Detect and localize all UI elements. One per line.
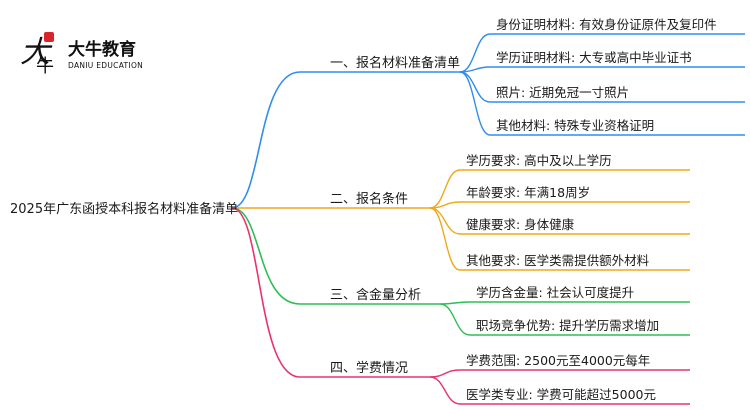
logo-name-cn: 大牛教育	[68, 39, 136, 60]
branch-child-link	[429, 201, 461, 209]
child-node-label: 照片: 近期免冠一寸照片	[496, 85, 629, 100]
branch-label: 四、学费情况	[330, 360, 408, 376]
child-node-label: 其他材料: 特殊专业资格证明	[496, 118, 654, 133]
root-node-label: 2025年广东函授本科报名材料准备清单	[10, 201, 238, 217]
child-node-label: 年龄要求: 年满18周岁	[466, 185, 590, 200]
branch-child-link	[459, 33, 491, 73]
branch-child-link	[429, 207, 461, 271]
branch-child-link	[439, 301, 471, 305]
branch-child-link	[459, 71, 491, 136]
child-node-label: 学历含金量: 社会认可度提升	[476, 285, 634, 300]
child-node-label: 其他要求: 医学类需提供额外材料	[466, 253, 650, 268]
child-node-label: 学费范围: 2500元至4000元每年	[466, 353, 650, 368]
branch-child-link	[459, 66, 491, 73]
root-branch-link	[231, 71, 301, 209]
branch-child-link	[429, 369, 461, 378]
root-branch-link	[231, 207, 301, 378]
child-node-label: 职场竞争优势: 提升学历需求增加	[476, 318, 659, 333]
branch-child-link	[429, 207, 461, 235]
branch-label: 二、报名条件	[330, 191, 408, 207]
child-node-label: 健康要求: 身体健康	[466, 217, 575, 232]
child-node-label: 医学类专业: 学费可能超过5000元	[466, 387, 656, 402]
root-branch-link	[231, 207, 301, 305]
child-node-label: 学历证明材料: 大专或高中毕业证书	[496, 50, 692, 65]
branch-child-link	[459, 71, 491, 103]
branch-child-link	[429, 376, 461, 405]
mindmap-nodes: 2025年广东函授本科报名材料准备清单 一、报名材料准备清单 身份证明材料: 有效身…	[10, 17, 717, 402]
branch-label: 三、含金量分析	[330, 287, 421, 303]
child-node-label: 身份证明材料: 有效身份证原件及复印件	[496, 17, 717, 32]
logo-mark-icon: 大 牛	[20, 32, 54, 77]
branch-child-link	[439, 303, 471, 336]
child-node-label: 学历要求: 高中及以上学历	[466, 153, 612, 168]
branch-child-link	[429, 169, 461, 209]
svg-text:牛: 牛	[36, 56, 54, 77]
branch-label: 一、报名材料准备清单	[330, 55, 460, 71]
logo-name-en: DANIU EDUCATION	[68, 61, 143, 70]
logo: 大 牛 大牛教育 DANIU EDUCATION	[20, 32, 143, 77]
connector-lines	[231, 33, 745, 405]
